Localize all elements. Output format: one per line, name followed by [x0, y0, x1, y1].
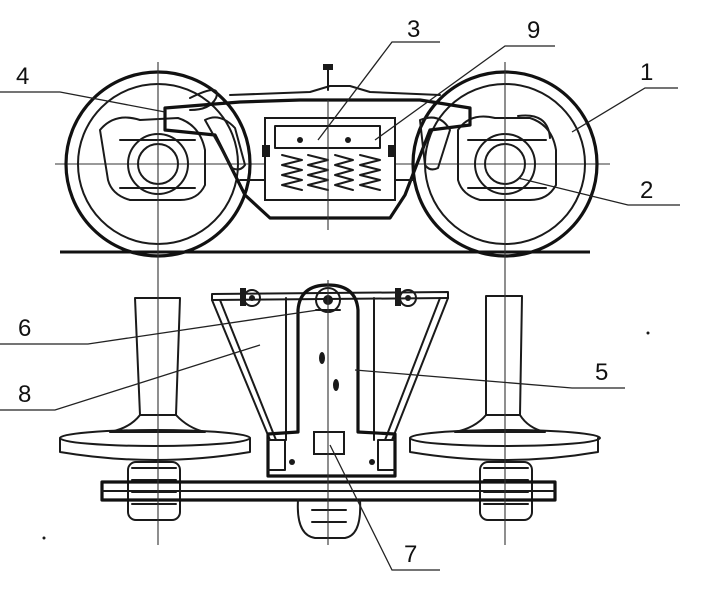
leader-8: [0, 344, 261, 411]
leader-6: [0, 309, 319, 345]
callout-1: 1: [640, 59, 653, 86]
leader-3: [317, 41, 440, 141]
brake-beam-links: [211, 297, 449, 441]
callout-5: 5: [595, 359, 608, 386]
leader-9: [374, 45, 555, 141]
callout-9: 9: [527, 17, 540, 44]
callout-3: 3: [407, 16, 420, 43]
left-axle-assembly: [59, 297, 251, 521]
callout-4: 4: [16, 63, 29, 90]
leader-4: [0, 91, 166, 113]
callout-6: 6: [18, 315, 31, 342]
side-elevation: [55, 62, 610, 290]
callout-labels: 1 2 3 4 5 6 7 8 9: [16, 16, 653, 568]
leader-2: [517, 177, 680, 206]
leader-lines: [0, 41, 680, 571]
callout-2: 2: [640, 177, 653, 204]
leader-5: [354, 369, 625, 389]
plan-view: [59, 280, 601, 545]
center-bolster: [266, 283, 397, 539]
spring-nest: [262, 117, 396, 201]
callout-7: 7: [404, 541, 417, 568]
leader-7: [329, 444, 440, 571]
callout-8: 8: [18, 381, 31, 408]
leader-1: [571, 87, 678, 133]
